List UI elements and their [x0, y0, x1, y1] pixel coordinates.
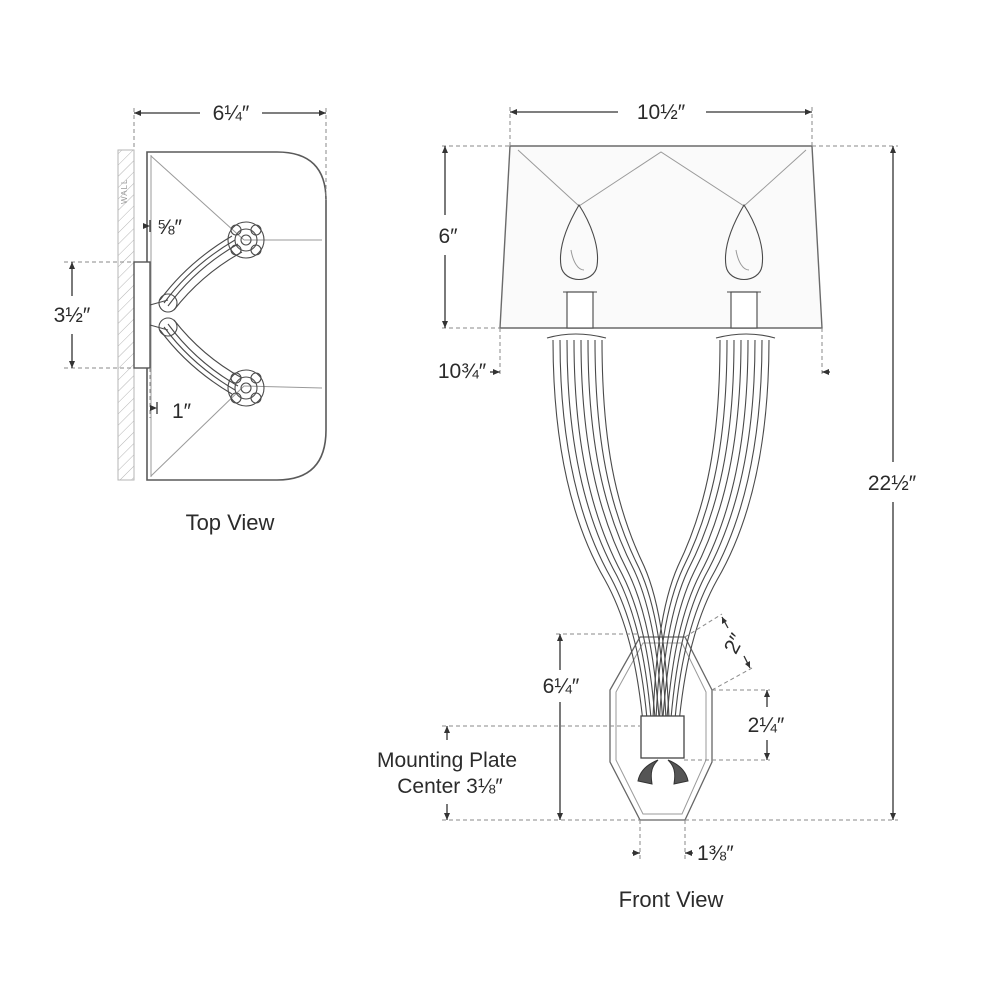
wall-label: WALL — [120, 179, 129, 205]
dim-top-plate-depth-label: 1″ — [172, 400, 192, 423]
top-candle-cup-lower — [227, 369, 265, 407]
front-candle-left — [559, 203, 599, 329]
dim-front-mounting-center-label-line1: Mounting Plate — [377, 749, 517, 772]
dim-top-depth — [133, 108, 327, 200]
dim-front-overall-height-label: 22½″ — [868, 472, 917, 495]
top-view: WALL — [54, 102, 327, 535]
front-view: 10½″ 6″ 10¾″ 22½″ — [377, 101, 917, 912]
dim-front-backplate-mid-label: 2¼″ — [748, 714, 785, 737]
dim-front-backplate-upper-label: 2″ — [720, 629, 750, 657]
dim-front-base-width — [632, 820, 693, 860]
dim-front-mounting-center-label-line2: Center 3⅛″ — [397, 775, 503, 798]
dim-top-depth-label: 6¼″ — [213, 102, 250, 125]
front-backplate-inner — [615, 642, 707, 815]
dim-front-shade-width-label: 10½″ — [637, 101, 686, 124]
dim-front-shade-bottom — [490, 328, 830, 375]
dim-front-overall-height — [685, 145, 898, 821]
dim-front-base-width-label: 1⅜″ — [697, 842, 734, 865]
dim-top-plate-offset-label: ⅝″ — [157, 216, 183, 239]
dim-top-plate-offset — [143, 220, 151, 232]
front-view-caption: Front View — [619, 887, 724, 912]
top-arm-lower — [159, 319, 243, 395]
dim-front-shade-height-label: 6″ — [438, 225, 458, 248]
front-shade-spider — [517, 149, 807, 207]
dim-front-shade-width — [509, 107, 813, 146]
dim-front-backplate-height-label: 6¼″ — [543, 675, 580, 698]
dim-front-shade-bottom-label: 10¾″ — [438, 360, 487, 383]
top-view-caption: Top View — [186, 510, 275, 535]
front-mounting-collar — [640, 715, 685, 759]
dim-front-backplate-height — [556, 633, 640, 820]
front-arm-left — [546, 333, 671, 746]
front-tip-right — [667, 759, 689, 785]
top-candle-cup-upper — [227, 221, 265, 259]
front-tip-left — [637, 759, 659, 785]
top-shade-spider — [150, 155, 323, 477]
dim-front-mounting-center — [442, 725, 641, 821]
dim-top-plate-depth — [149, 368, 158, 418]
top-mounting-plate — [133, 261, 151, 369]
dim-front-backplate-mid — [684, 689, 770, 761]
front-arm-right — [651, 333, 776, 746]
top-arm-upper — [159, 235, 243, 311]
dim-front-backplate-upper — [684, 613, 753, 691]
front-candle-right — [724, 203, 764, 329]
dim-front-shade-height — [442, 145, 510, 329]
dim-top-plate-height — [64, 261, 134, 369]
dim-top-plate-height-label: 3½″ — [54, 304, 91, 327]
top-shade-outline — [146, 151, 327, 481]
front-shade — [499, 145, 823, 329]
